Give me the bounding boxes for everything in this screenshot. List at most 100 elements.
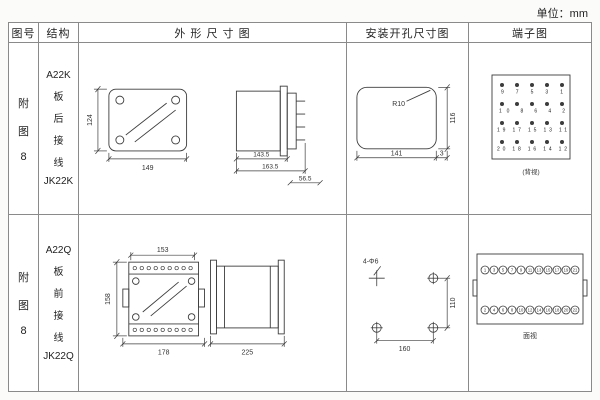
fig-number-row1: 附 图 8	[9, 43, 39, 215]
structure-char: 后	[53, 114, 64, 125]
front-view-dimensions	[93, 85, 190, 162]
dim-height-label: 124	[87, 114, 94, 126]
dim-top-label: 153	[157, 247, 169, 254]
svg-text:17: 17	[555, 267, 560, 272]
side-view-dimensions	[207, 335, 287, 347]
holes-label: 4-Φ6	[363, 258, 379, 265]
terminal-cell-row1: 9 7 5 3 1 10 8 6 4 2 19 17 15 13 11 20 1…	[469, 43, 591, 215]
svg-text:6: 6	[502, 307, 505, 312]
fig-char: 附	[18, 272, 29, 284]
dim-width-label: 149	[142, 165, 154, 172]
front-view	[122, 261, 205, 336]
hole-marks	[368, 265, 440, 334]
dim-bottom-label: 178	[158, 349, 170, 356]
dim-depth2-label: 163.5	[262, 163, 279, 170]
terminal-strip-dots	[132, 265, 193, 332]
dim-edge-label: 3	[440, 150, 444, 157]
terminal-block-outline	[472, 253, 588, 324]
header-mount-dims: 安装开孔尺寸图	[347, 23, 469, 43]
terminal-diagram-jk22k: 9 7 5 3 1 10 8 6 4 2 19 17 15 13 11 20 1…	[491, 74, 571, 176]
svg-text:15: 15	[546, 267, 551, 272]
mount-cell-row1: R10 116 141 3	[347, 43, 469, 215]
dim-radius-label: R10	[392, 101, 405, 108]
svg-text:4: 4	[493, 307, 496, 312]
terminal-caption: (背视)	[522, 167, 539, 176]
structure-row1: A22K 板 后 接 线 JK22K	[39, 43, 79, 215]
structure-char: 板	[53, 266, 64, 278]
header-structure: 结构	[39, 23, 79, 43]
fig-char: 8	[20, 150, 27, 163]
fig-char: 附	[18, 97, 29, 110]
svg-text:11: 11	[528, 267, 533, 272]
header-fig-no: 图号	[9, 23, 39, 43]
fig-char: 图	[18, 300, 29, 312]
svg-text:10: 10	[519, 307, 524, 312]
terminal-pin-dots	[500, 83, 564, 144]
svg-text:7: 7	[511, 267, 514, 272]
fig-char: 图	[18, 125, 29, 138]
structure-row2: A22Q 板 前 接 线 JK22Q	[39, 215, 79, 391]
svg-text:13: 13	[537, 267, 542, 272]
dim-depth-label: 225	[242, 349, 254, 356]
svg-text:5: 5	[502, 267, 505, 272]
dim-height-label: 158	[105, 293, 112, 305]
structure-model: A22Q	[45, 244, 72, 256]
side-view	[210, 259, 285, 334]
svg-text:20: 20	[564, 307, 569, 312]
outline-drawing-jk22q: 153 158 178 225	[105, 247, 287, 356]
hole-dimensions	[374, 274, 451, 344]
structure-char: 板	[53, 92, 64, 103]
mount-drawing-jk22k: R10 116 141 3	[354, 84, 457, 161]
header-outline-dims: 外 形 尺 寸 图	[79, 23, 347, 43]
svg-text:16: 16	[546, 307, 551, 312]
svg-text:12: 12	[528, 307, 533, 312]
structure-model: JK22K	[43, 176, 74, 187]
dim-depth3-label: 56.5	[299, 175, 312, 182]
svg-text:1: 1	[484, 267, 487, 272]
header-terminal-diagram: 端子图	[469, 23, 591, 43]
structure-char: 接	[53, 136, 64, 147]
dim-height-label: 110	[450, 297, 457, 308]
dim-width-label: 160	[399, 346, 411, 353]
fig-char: 8	[20, 325, 27, 337]
mount-drawing-jk22q: 4-Φ6 110 160	[363, 258, 457, 353]
svg-text:2: 2	[484, 307, 487, 312]
terminal-caption: 面视	[523, 331, 537, 340]
front-view-dimensions	[112, 251, 208, 347]
mount-cell-row2: 4-Φ6 110 160	[347, 215, 469, 391]
terminal-numbers-row: 20 18 16 14 12	[497, 147, 567, 153]
dim-depth1-label: 143.5	[253, 151, 270, 158]
structure-char: 线	[53, 332, 64, 344]
structure-char: 前	[53, 288, 64, 300]
structure-model: JK22Q	[43, 350, 74, 362]
structure-char: 线	[53, 158, 64, 169]
cutout-shape	[356, 86, 437, 150]
terminal-numbers-row: 19 17 15 13 11	[497, 128, 567, 134]
terminal-numbers-row: 9 7 5 3 1	[501, 90, 563, 96]
spec-table: 图号 结构 外 形 尺 寸 图 安装开孔尺寸图 端子图 附 图 8 A22K 板…	[8, 22, 592, 392]
fig-number-row2: 附 图 8	[9, 215, 39, 391]
svg-text:22: 22	[573, 307, 578, 312]
svg-text:14: 14	[537, 307, 542, 312]
svg-text:8: 8	[511, 307, 514, 312]
terminal-numbers-bottom: 2 4 6 8 10 12 14 16 18 20 22	[480, 305, 580, 314]
terminal-numbers-row: 10 8 6 4 2	[499, 109, 565, 115]
cutout-dimensions	[354, 84, 451, 161]
dim-height-label: 116	[450, 112, 457, 123]
dim-width-label: 141	[391, 150, 403, 157]
side-view	[235, 85, 306, 157]
front-view	[108, 88, 188, 152]
svg-text:9: 9	[520, 267, 523, 272]
svg-text:3: 3	[493, 267, 496, 272]
svg-text:21: 21	[573, 267, 578, 272]
unit-label: 单位：mm	[536, 8, 588, 20]
side-view-dimensions	[233, 142, 323, 186]
outline-cell-row2: 153 158 178 225	[79, 215, 347, 391]
structure-char: 接	[53, 310, 64, 322]
svg-text:18: 18	[555, 307, 560, 312]
structure-model: A22K	[46, 70, 71, 81]
outline-cell-row1: 124 149 143.5 163.5 56.5	[79, 43, 347, 215]
